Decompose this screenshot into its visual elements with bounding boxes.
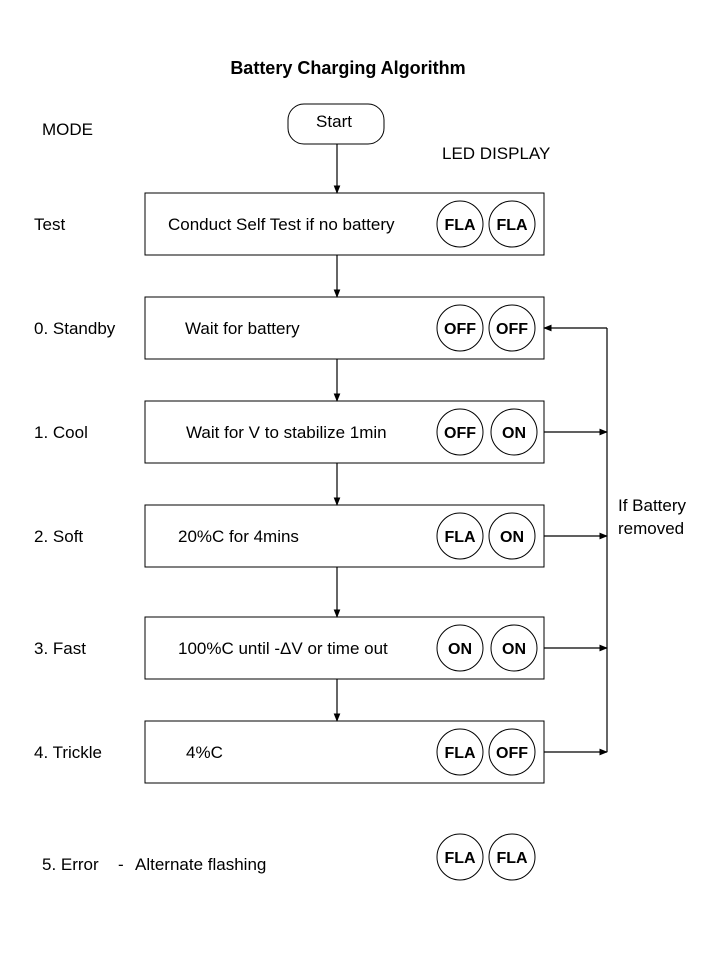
led-2-label: FLA	[496, 217, 528, 234]
state-description: Conduct Self Test if no battery	[168, 215, 395, 234]
led-1-icon	[436, 728, 484, 776]
led-1-icon	[436, 200, 484, 248]
battery-removed-note-line2: removed	[618, 519, 684, 538]
mode-label: 2. Soft	[34, 527, 83, 546]
error-led-2-label: FLA	[496, 850, 528, 867]
state-description: Wait for V to stabilize 1min	[186, 423, 387, 442]
start-node	[287, 103, 385, 145]
led-2-icon	[488, 304, 536, 352]
led-2-label: OFF	[496, 321, 528, 338]
led-1-label: FLA	[444, 745, 476, 762]
state-row: Test Conduct Self Test if no battery FLA FL…	[34, 192, 545, 256]
error-separator: -	[118, 855, 124, 874]
state-row: 3. Fast 100%C until -ΔV or time out ON ON	[34, 616, 545, 680]
mode-label: 4. Trickle	[34, 743, 102, 762]
led-2-label: ON	[502, 641, 526, 658]
start-label: Start	[316, 112, 352, 131]
led-1-label: OFF	[444, 425, 476, 442]
mode-label: 1. Cool	[34, 423, 88, 442]
led-2-icon	[488, 512, 536, 560]
led-1-icon	[436, 304, 484, 352]
led-2-label: OFF	[496, 745, 528, 762]
state-row: 2. Soft 20%C for 4mins FLA ON	[34, 504, 545, 568]
led-2-icon	[488, 200, 536, 248]
mode-label: Test	[34, 215, 65, 234]
state-description: 100%C until -ΔV or time out	[178, 639, 388, 658]
state-description: Wait for battery	[185, 319, 300, 338]
state-description: 20%C for 4mins	[178, 527, 299, 546]
error-led-2-icon	[488, 833, 536, 881]
state-description: 4%C	[186, 743, 223, 762]
state-row: 1. Cool Wait for V to stabilize 1min OFF ON	[34, 400, 545, 464]
led-1-icon	[436, 408, 484, 456]
led-1-icon	[436, 624, 484, 672]
flow-connectors	[333, 144, 608, 756]
diagram-title: Battery Charging Algorithm	[230, 58, 465, 78]
mode-label: 0. Standby	[34, 319, 116, 338]
led-1-label: FLA	[444, 529, 476, 546]
led-1-label: ON	[448, 641, 472, 658]
error-led-1-icon	[436, 833, 484, 881]
error-mode-label: 5. Error	[42, 855, 99, 874]
mode-label: 3. Fast	[34, 639, 86, 658]
led-1-label: OFF	[444, 321, 476, 338]
led-2-label: ON	[500, 529, 524, 546]
led-1-icon	[436, 512, 484, 560]
battery-removed-note-line1: If Battery	[618, 496, 687, 515]
state-row: 4. Trickle 4%C FLA OFF	[34, 720, 545, 784]
led-1-label: FLA	[444, 217, 476, 234]
led-2-icon	[490, 624, 538, 672]
error-led-1-label: FLA	[444, 850, 476, 867]
mode-header: MODE	[42, 120, 93, 139]
led-2-icon	[488, 728, 536, 776]
led-display-header: LED DISPLAY	[442, 144, 550, 163]
error-description: Alternate flashing	[135, 855, 266, 874]
error-led-group: FLA FLA	[436, 833, 536, 881]
led-2-icon	[490, 408, 538, 456]
led-2-label: ON	[502, 425, 526, 442]
state-row: 0. Standby Wait for battery OFF OFF	[34, 296, 545, 360]
